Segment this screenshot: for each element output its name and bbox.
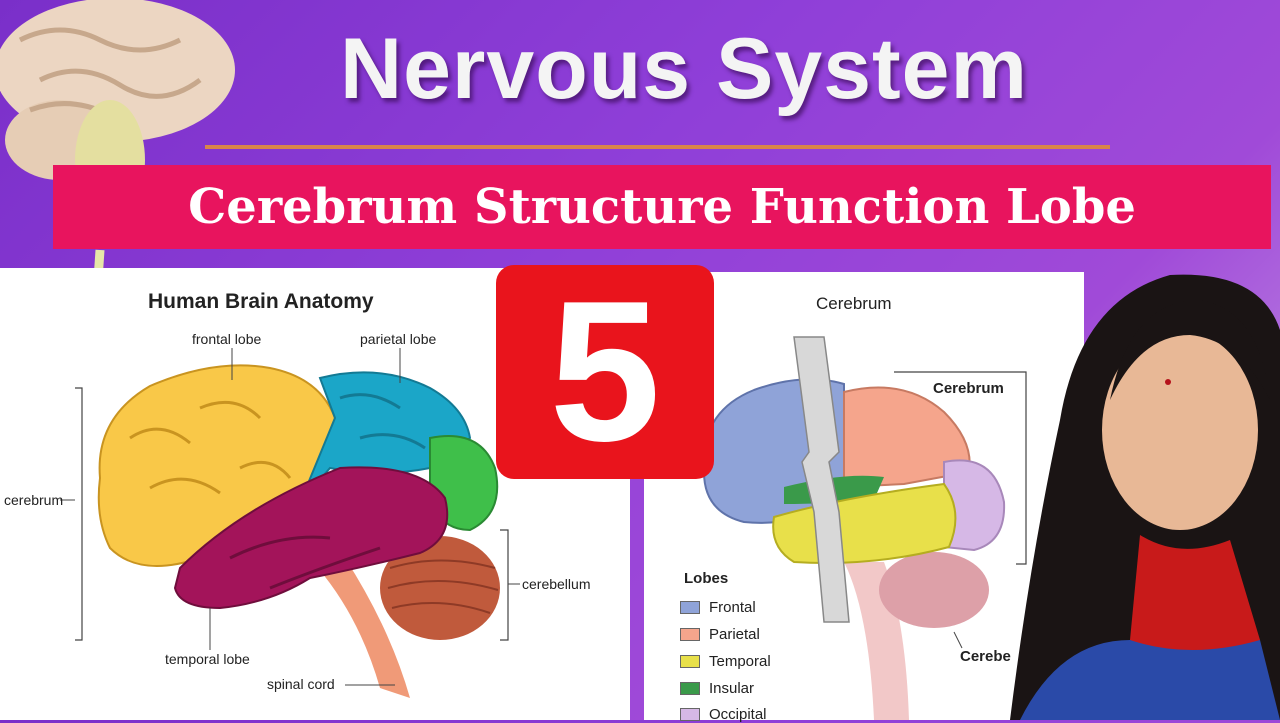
label-parietal-lobe: parietal lobe: [360, 331, 437, 347]
subtitle-banner: Cerebrum Structure Function Lobe: [53, 165, 1271, 249]
legend-label: Occipital: [709, 706, 767, 723]
episode-number: 5: [549, 260, 661, 483]
legend-title: Lobes: [684, 570, 729, 587]
legend-swatch: [680, 682, 700, 695]
right-side-label: Cerebrum: [933, 380, 1004, 397]
legend-item-temporal: Temporal: [680, 653, 771, 670]
left-diagram-heading: Human Brain Anatomy: [148, 290, 374, 313]
legend-label: Frontal: [709, 599, 756, 616]
legend-swatch: [680, 708, 700, 721]
legend-swatch: [680, 655, 700, 668]
legend-item-insular: Insular: [680, 680, 754, 697]
right-brain-drawing: [702, 336, 1027, 720]
legend-item-occipital: Occipital: [680, 706, 767, 723]
right-cut-label: Cerebe: [960, 648, 1011, 665]
page-title: Nervous System: [340, 21, 1028, 117]
legend-swatch: [680, 601, 700, 614]
label-cerebrum: cerebrum: [4, 492, 64, 508]
right-diagram-heading: Cerebrum: [816, 294, 892, 313]
label-frontal-lobe: frontal lobe: [192, 331, 262, 347]
legend-label: Temporal: [709, 653, 771, 670]
episode-number-badge: 5: [496, 265, 714, 479]
legend-item-parietal: Parietal: [680, 626, 760, 643]
legend-swatch: [680, 628, 700, 641]
label-spinal-cord: spinal cord: [267, 676, 335, 692]
left-brain-drawing: [60, 348, 520, 698]
legend-label: Insular: [709, 680, 755, 697]
legend-label: Parietal: [709, 626, 760, 643]
subtitle-text: Cerebrum Structure Function Lobe: [188, 179, 1136, 235]
legend-item-frontal: Frontal: [680, 599, 756, 616]
label-cerebellum: cerebellum: [522, 576, 591, 592]
label-temporal-lobe: temporal lobe: [165, 651, 250, 667]
title-divider: [205, 145, 1110, 149]
